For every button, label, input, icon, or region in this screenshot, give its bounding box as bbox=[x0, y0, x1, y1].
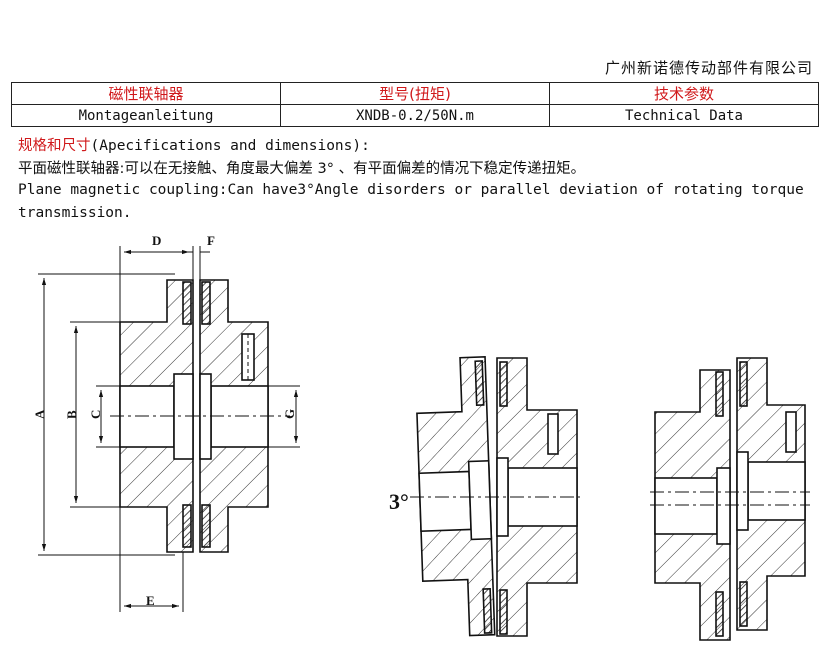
coupling-assembly-view bbox=[110, 279, 290, 553]
angular-deviation-view bbox=[410, 356, 580, 637]
dim-label-e: E bbox=[146, 593, 155, 608]
value-tech: Technical Data bbox=[549, 104, 819, 127]
description-en-2: transmission. bbox=[18, 205, 132, 221]
value-manual: Montageanleitung bbox=[11, 104, 281, 127]
dimension-lines bbox=[38, 246, 300, 612]
description-cn: 平面磁性联轴器:可以在无接触、角度最大偏差 3° 、有平面偏差的情况下稳定传递扭… bbox=[18, 161, 586, 177]
header-model: 型号(扭矩) bbox=[280, 82, 550, 105]
spec-title-cn: 规格和尺寸 bbox=[18, 138, 91, 154]
value-model: XNDB-0.2/50N.m bbox=[280, 104, 550, 127]
dim-label-g: G bbox=[282, 409, 297, 419]
dim-label-d: D bbox=[152, 233, 161, 248]
dim-label-f: F bbox=[207, 233, 215, 248]
dimension-labels: D F A B C G E bbox=[32, 233, 297, 608]
parallel-deviation-view bbox=[650, 357, 810, 641]
description-en-1: Plane magnetic coupling:Can have3°Angle … bbox=[18, 182, 804, 198]
spec-heading: 规格和尺寸(Apecifications and dimensions): bbox=[18, 134, 370, 155]
company-name: 广州新诺德传动部件有限公司 bbox=[604, 59, 813, 77]
dim-label-b: B bbox=[64, 410, 79, 419]
dim-label-c: C bbox=[88, 410, 103, 419]
angle-label: 3° bbox=[389, 489, 409, 514]
dim-label-a: A bbox=[32, 409, 47, 419]
spec-title-en: (Apecifications and dimensions): bbox=[90, 138, 370, 154]
spec-table: 磁性联轴器 型号(扭矩) 技术参数 Montageanleitung XNDB-… bbox=[11, 82, 819, 127]
